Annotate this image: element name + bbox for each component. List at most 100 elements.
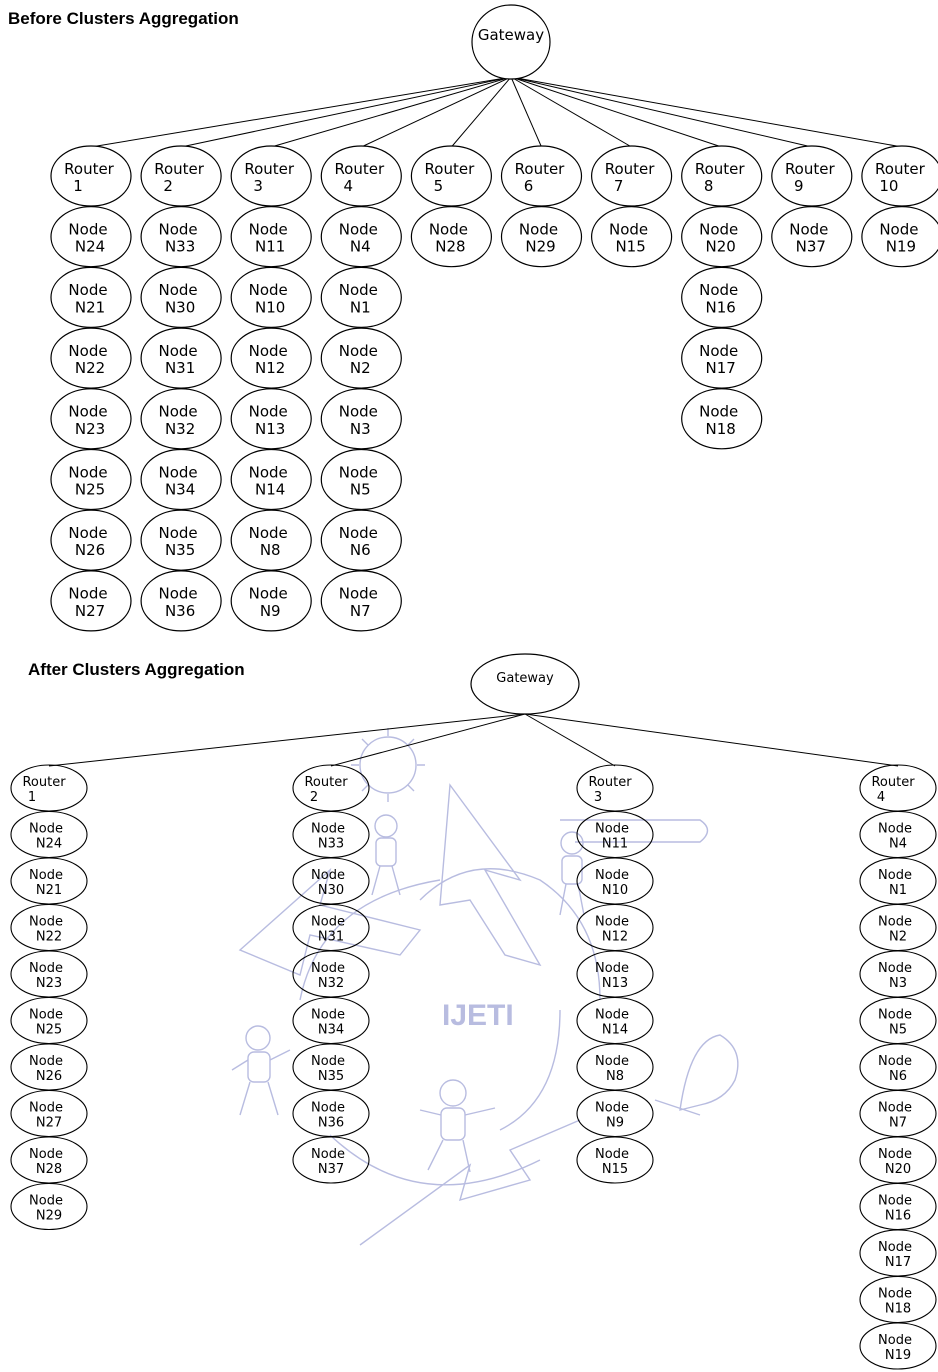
node-after-N17-label-line2: N17 [885, 1255, 911, 1270]
title-before: Before Clusters Aggregation [8, 9, 239, 28]
edge-before-gateway-router-4 [361, 76, 512, 148]
router-after-3-label-line2: 3 [594, 790, 602, 805]
node-before-N6-label-line2: N6 [350, 541, 371, 559]
router-before-5-label-line1: Router [425, 160, 476, 178]
node-after-N25-label-line2: N25 [36, 1023, 62, 1038]
node-after-N10-label-line1: Node [595, 868, 629, 883]
node-after-N20-label-line2: N20 [885, 1162, 911, 1177]
node-before-N26-shape [50, 509, 132, 571]
node-before-N23-label-line2: N23 [75, 420, 105, 438]
node-after-N16-label-line2: N16 [885, 1209, 911, 1224]
node-before-N29-label-line1: Node [519, 220, 558, 238]
node-after-N7-label-line2: N7 [889, 1116, 907, 1131]
node-before-N17-shape [681, 327, 763, 389]
node-before-N24-shape [50, 206, 132, 268]
node-before-N13-shape [230, 388, 312, 450]
node-after-N9-label-line2: N9 [606, 1116, 624, 1131]
node-after-N14-label-line2: N14 [602, 1023, 628, 1038]
router-before-3-label-line2: 3 [253, 177, 263, 195]
node-after-N36-label-line2: N36 [318, 1116, 344, 1131]
node-after-N22-label-line2: N22 [36, 930, 62, 945]
node-after-N32-label-line2: N32 [318, 976, 344, 991]
node-after-N1-label-line2: N1 [889, 883, 907, 898]
router-before-8-label-line2: 8 [704, 177, 714, 195]
node-before-N31-label-line1: Node [159, 342, 198, 360]
node-before-N8-label-line1: Node [249, 524, 288, 542]
edge-before-gateway-router-9 [510, 76, 812, 148]
node-before-N21-label-line2: N21 [75, 298, 105, 316]
node-before-N10-shape [230, 266, 312, 328]
node-after-N13-label-line1: Node [595, 961, 629, 976]
node-before-N25-shape [50, 448, 132, 511]
node-before-N28-label-line2: N28 [435, 238, 465, 256]
node-before-N4-label-line1: Node [339, 220, 378, 238]
node-before-N6-shape [320, 509, 402, 571]
node-after-N20-label-line1: Node [878, 1147, 912, 1162]
node-before-N37-shape [771, 206, 853, 268]
router-before-3-label-line1: Router [244, 160, 295, 178]
router-before-1-label-line2: 1 [73, 177, 83, 195]
node-after-N35-label-line1: Node [311, 1054, 345, 1069]
router-before-1-label-line1: Router [64, 160, 115, 178]
node-after-N37-label-line1: Node [311, 1147, 345, 1162]
router-before-6-label-line2: 6 [524, 177, 534, 195]
router-before-9-label-line2: 9 [794, 177, 804, 195]
node-after-N31-label-line1: Node [311, 915, 345, 930]
node-before-N11-label-line2: N11 [255, 238, 285, 256]
node-before-N21-label-line1: Node [68, 281, 107, 299]
node-before-N27-label-line1: Node [68, 585, 107, 603]
router-before-7-shape [590, 145, 673, 207]
node-after-N21-label-line2: N21 [36, 883, 62, 898]
node-after-N24-label-line1: Node [29, 822, 63, 837]
node-before-N10-label-line1: Node [249, 281, 288, 299]
node-before-N9-label-line2: N9 [260, 602, 281, 620]
node-before-N16-label-line1: Node [699, 281, 738, 299]
node-before-N15-shape [590, 206, 673, 268]
node-before-N34-label-line1: Node [159, 463, 198, 481]
node-after-N15-shape [576, 1136, 654, 1184]
node-before-N3-shape [320, 388, 402, 450]
node-after-N29-shape [10, 1182, 88, 1231]
router-after-4-label-line1: Router [871, 775, 915, 790]
node-after-N11-label-line1: Node [595, 822, 629, 837]
node-after-N19-label-line1: Node [878, 1333, 912, 1348]
node-before-N18-label-line1: Node [699, 403, 738, 421]
node-after-N4-label-line1: Node [878, 822, 912, 837]
node-before-N32-label-line2: N32 [165, 420, 195, 438]
node-before-N20-label-line1: Node [699, 220, 738, 238]
router-before-1-shape [50, 145, 132, 207]
node-before-N13-label-line2: N13 [255, 420, 285, 438]
node-before-N19-label-line1: Node [879, 220, 918, 238]
node-after-N32-label-line1: Node [311, 961, 345, 976]
router-before-9-shape [771, 145, 853, 207]
node-after-N23-label-line2: N23 [36, 976, 62, 991]
node-before-N5-shape [320, 448, 402, 511]
node-before-N27-label-line2: N27 [75, 602, 105, 620]
